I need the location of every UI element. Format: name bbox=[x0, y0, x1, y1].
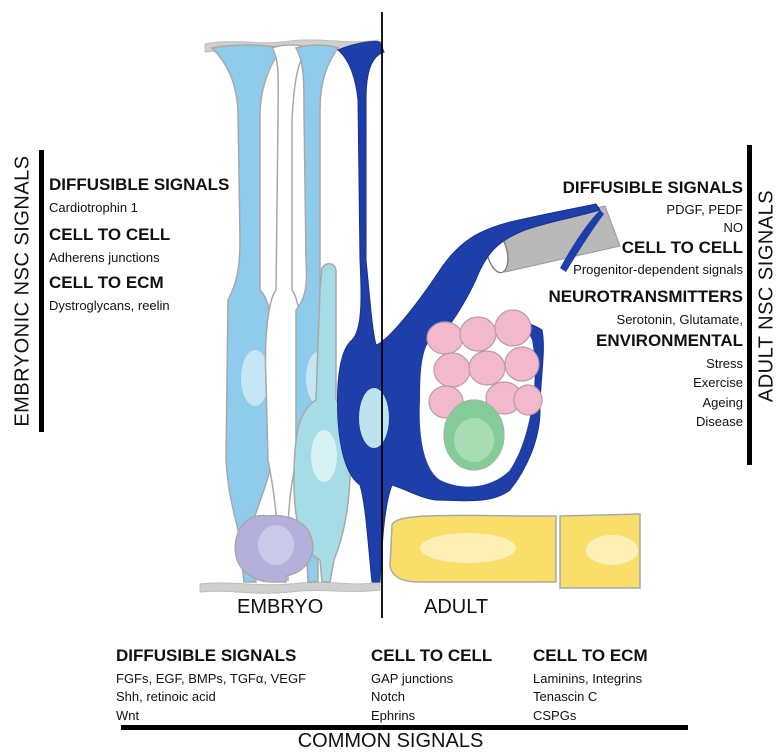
bottom-heading-diffusible: DIFFUSIBLE SIGNALS bbox=[116, 646, 296, 666]
left-panel-title: EMBRYONIC NSC SIGNALS bbox=[12, 155, 35, 426]
left-heading-diffusible: DIFFUSIBLE SIGNALS bbox=[49, 175, 229, 195]
right-item-no: NO bbox=[724, 219, 744, 236]
right-panel-title: ADULT NSC SIGNALS bbox=[756, 190, 779, 402]
right-item-disease: Disease bbox=[696, 413, 743, 430]
right-item-pdgf: PDGF, PEDF bbox=[666, 201, 743, 218]
left-panel-bar bbox=[39, 150, 44, 432]
right-item-serotonin: Serotonin, Glutamate, bbox=[617, 311, 743, 328]
left-item-cardiotrophin: Cardiotrophin 1 bbox=[49, 199, 138, 216]
adult-nsc-nucleus bbox=[359, 388, 389, 448]
adult-label: ADULT bbox=[424, 596, 488, 619]
left-item-dystroglycans: Dystroglycans, reelin bbox=[49, 297, 170, 314]
bottom-item-laminins: Laminins, Integrins bbox=[533, 670, 642, 687]
adult-neural-stem-cell bbox=[338, 41, 600, 582]
bottom-item-ephrins: Ephrins bbox=[371, 707, 415, 724]
bottom-heading-cell-to-cell: CELL TO CELL bbox=[371, 646, 492, 666]
right-item-exercise: Exercise bbox=[693, 374, 743, 391]
bottom-item-wnt: Wnt bbox=[116, 707, 139, 724]
left-item-adherens: Adherens junctions bbox=[49, 249, 160, 266]
pial-surface-bottom bbox=[200, 582, 380, 593]
right-heading-neurotransmitters: NEUROTRANSMITTERS bbox=[548, 287, 743, 307]
endothelial-cell-1-nucleus bbox=[420, 533, 516, 563]
bottom-item-shh: Shh, retinoic acid bbox=[116, 688, 216, 705]
right-heading-cell-to-cell: CELL TO CELL bbox=[622, 238, 743, 258]
intermediate-progenitor-nucleus bbox=[311, 430, 337, 482]
bottom-item-cspgs: CSPGs bbox=[533, 707, 576, 724]
left-heading-cell-to-ecm: CELL TO ECM bbox=[49, 273, 164, 293]
right-panel-bar bbox=[747, 145, 752, 465]
right-heading-environmental: ENVIRONMENTAL bbox=[596, 331, 743, 351]
green-progenitor-nucleus bbox=[454, 418, 494, 462]
right-item-stress: Stress bbox=[706, 355, 743, 372]
bottom-item-fgfs: FGFs, EGF, BMPs, TGFα, VEGF bbox=[116, 670, 306, 687]
bottom-item-tenascin: Tenascin C bbox=[533, 688, 597, 705]
bottom-item-notch: Notch bbox=[371, 688, 405, 705]
endothelial-cell-2-nucleus bbox=[586, 535, 638, 565]
bottom-panel-title: COMMON SIGNALS bbox=[0, 730, 781, 753]
bottom-item-gap: GAP junctions bbox=[371, 670, 453, 687]
right-item-progenitor-dependent: Progenitor-dependent signals bbox=[573, 261, 743, 278]
basal-progenitor-nucleus bbox=[258, 525, 294, 565]
right-heading-diffusible: DIFFUSIBLE SIGNALS bbox=[563, 178, 743, 198]
embryo-label: EMBRYO bbox=[237, 596, 323, 619]
right-item-ageing: Ageing bbox=[703, 394, 743, 411]
bottom-heading-cell-to-ecm: CELL TO ECM bbox=[533, 646, 648, 666]
left-heading-cell-to-cell: CELL TO CELL bbox=[49, 225, 170, 245]
